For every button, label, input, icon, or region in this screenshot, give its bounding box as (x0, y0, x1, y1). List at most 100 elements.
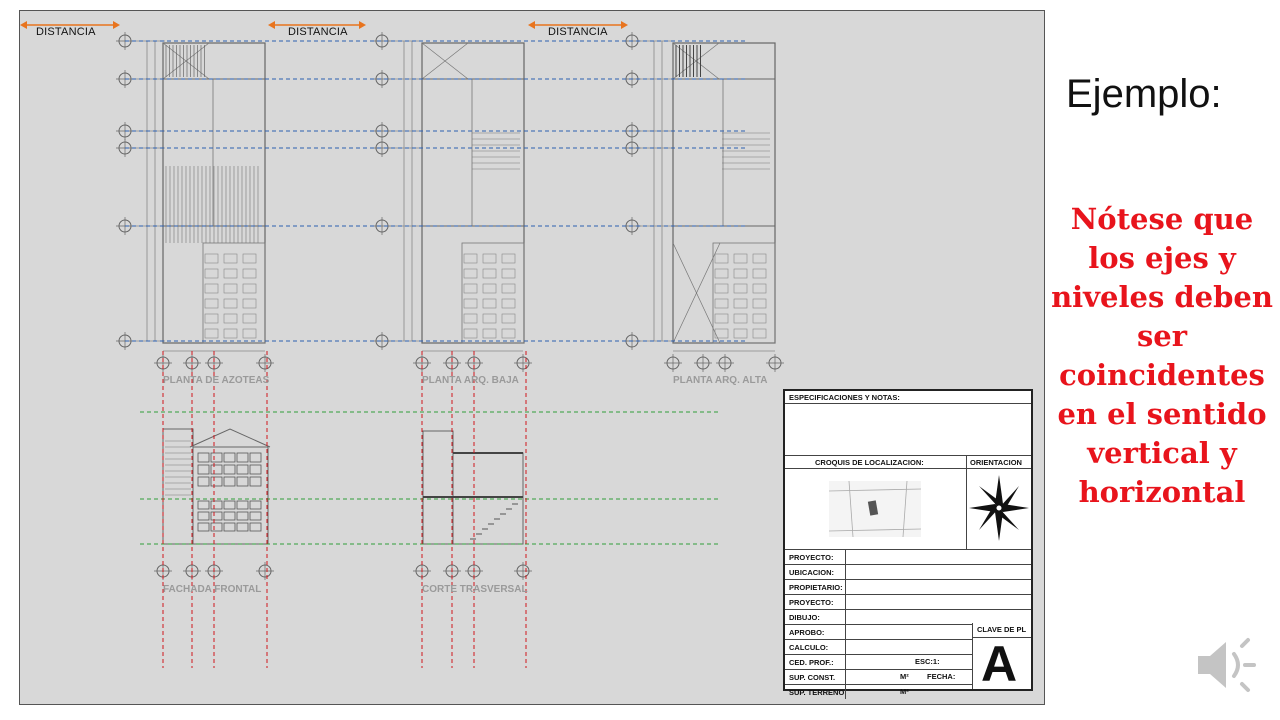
slide-title: Ejemplo: (1066, 72, 1222, 116)
title-block-row: CALCULO: (785, 639, 972, 654)
elevation-tower (162, 428, 194, 545)
window-pane (197, 522, 210, 532)
drawing-sheet: DISTANCIA DISTANCIA DISTANCIA PLANTA DE … (19, 10, 1045, 705)
paver (733, 313, 748, 324)
title-block-row: SUP. TERRENO (785, 684, 972, 699)
distance-label-1: DISTANCIA (36, 26, 96, 38)
paver (242, 298, 257, 309)
paver (733, 268, 748, 279)
paver (463, 268, 478, 279)
paver (204, 313, 219, 324)
arrow-head (359, 21, 366, 29)
window-pane (223, 464, 236, 475)
paver (223, 253, 238, 264)
compass-rose-icon (969, 475, 1029, 541)
window-pane (249, 476, 262, 487)
window-pane (197, 511, 210, 521)
window-pane (197, 476, 210, 487)
paver (501, 253, 516, 264)
paver (242, 313, 257, 324)
paver (714, 328, 729, 339)
plan-garage (461, 242, 525, 344)
window-pane (210, 511, 223, 521)
window-pane (210, 476, 223, 487)
plan-title-fachada: FACHADA FRONTAL (163, 584, 262, 595)
title-block-row: PROYECTO: (785, 594, 1031, 609)
paver (223, 328, 238, 339)
title-block-row: UBICACION: (785, 564, 1031, 579)
paver (733, 283, 748, 294)
plan-title-azoteas: PLANTA DE AZOTEAS (163, 375, 270, 386)
arrow-head (621, 21, 628, 29)
speaker-icon[interactable] (1190, 630, 1260, 700)
paver (242, 328, 257, 339)
paver (223, 298, 238, 309)
paver (501, 328, 516, 339)
plan-title-corte: CORTE TRASVERSAL (422, 584, 528, 595)
window-pane (223, 452, 236, 463)
window-pane (197, 500, 210, 510)
paver (463, 283, 478, 294)
paver (463, 298, 478, 309)
window-pane (236, 464, 249, 475)
paver (482, 328, 497, 339)
paver (482, 283, 497, 294)
title-block: ESPECIFICACIONES Y NOTAS: CROQUIS DE LOC… (783, 389, 1033, 699)
paver (463, 253, 478, 264)
paver (482, 313, 497, 324)
title-block-row: DIBUJO: (785, 609, 1031, 624)
window-pane (236, 511, 249, 521)
paver (242, 253, 257, 264)
paver (223, 313, 238, 324)
window-pane (249, 511, 262, 521)
plan-title-baja: PLANTA ARQ. BAJA (422, 375, 519, 386)
paver (752, 268, 767, 279)
plan-void-cross (421, 42, 469, 80)
title-block-row: PROYECTO: (785, 549, 1031, 564)
clave-letter: A (981, 636, 1018, 692)
window-pane (236, 500, 249, 510)
paver (733, 253, 748, 264)
title-block-field: M² (900, 672, 909, 681)
title-block-field: FECHA: (927, 672, 956, 681)
plan-title-alta: PLANTA ARQ. ALTA (673, 375, 768, 386)
paver (463, 313, 478, 324)
specs-header: ESPECIFICACIONES Y NOTAS: (785, 391, 1031, 404)
paver (714, 298, 729, 309)
plan-garage (712, 242, 776, 344)
window-pane (210, 522, 223, 532)
title-block-row: PROPIETARIO: (785, 579, 1031, 594)
distance-label-2: DISTANCIA (288, 26, 348, 38)
window-pane (249, 500, 262, 510)
roof-line (189, 428, 271, 448)
paver (733, 298, 748, 309)
window-pane (249, 464, 262, 475)
locator-map (789, 471, 963, 546)
paver (752, 283, 767, 294)
section-stair (422, 430, 454, 545)
paver (463, 328, 478, 339)
plan-room (672, 42, 776, 80)
paver (501, 283, 516, 294)
plan-outline (421, 42, 525, 344)
window-pane (236, 476, 249, 487)
window-pane (210, 464, 223, 475)
elevation-body (192, 446, 269, 545)
paver (714, 283, 729, 294)
plan-room (162, 42, 266, 80)
arrow-head (528, 21, 535, 29)
paver (501, 268, 516, 279)
title-block-row: CED. PROF.: (785, 654, 972, 669)
paver (733, 328, 748, 339)
plan-room (421, 78, 525, 227)
paver (204, 283, 219, 294)
paver (242, 283, 257, 294)
distance-label-3: DISTANCIA (548, 26, 608, 38)
arrow-head (268, 21, 275, 29)
paver (752, 328, 767, 339)
window-pane (197, 464, 210, 475)
orientacion-header: ORIENTACION (966, 455, 1031, 469)
plan-room (672, 78, 776, 227)
window-pane (249, 522, 262, 532)
window-pane (210, 500, 223, 510)
